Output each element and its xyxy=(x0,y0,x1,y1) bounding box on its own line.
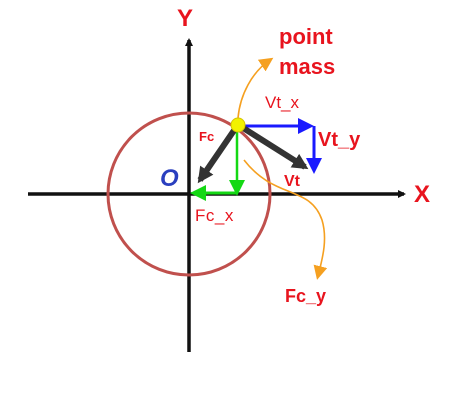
vt-label: Vt xyxy=(284,173,301,190)
vt-vector-arrow xyxy=(238,123,309,170)
fc-vector-arrow xyxy=(197,124,240,184)
origin-label: O xyxy=(160,165,179,192)
fc-y-pointer-curve xyxy=(243,159,328,280)
vt-x-label: Vt_x xyxy=(265,93,300,112)
y-axis-label: Y xyxy=(177,5,193,32)
x-axis-label: X xyxy=(414,181,430,208)
point-mass-label-line1: point xyxy=(279,24,333,49)
fc-x-label: Fc_x xyxy=(195,206,234,225)
fc-y-label: Fc_y xyxy=(285,286,326,306)
point-mass xyxy=(230,117,246,133)
point-mass-pointer-curve xyxy=(237,57,274,119)
vt-y-label: Vt_y xyxy=(318,129,361,151)
point-mass-label-line2: mass xyxy=(279,54,335,79)
fc-label: Fc xyxy=(199,129,214,144)
circular-path xyxy=(106,111,272,277)
